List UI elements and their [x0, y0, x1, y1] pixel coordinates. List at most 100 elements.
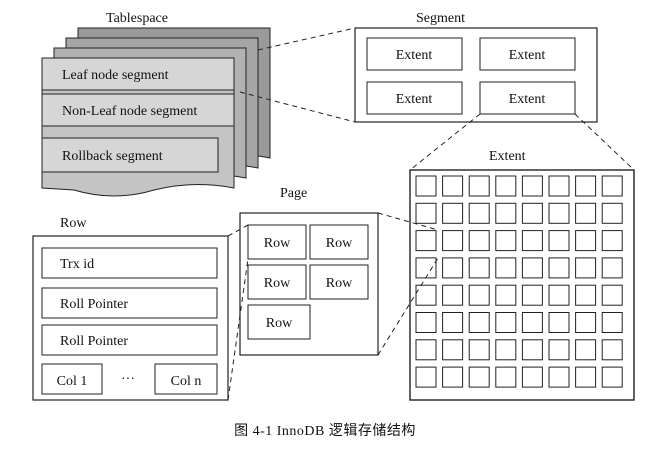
extent-page-cell — [601, 202, 623, 224]
extent-page-cell — [415, 202, 437, 224]
segment-extent-4-label: Extent — [509, 92, 546, 107]
connector-page-extent-bottom — [377, 257, 439, 356]
extent-page-cell — [495, 230, 517, 252]
page-row-4-label: Row — [326, 276, 353, 291]
non-leaf-node-segment-label: Non-Leaf node segment — [62, 104, 197, 119]
extent-page-cell — [575, 312, 597, 333]
page-row-1 — [247, 224, 307, 260]
extent-page-cell — [575, 284, 597, 306]
extent-page-cell — [521, 230, 543, 252]
extent-page-cell — [548, 366, 570, 388]
page-row-5-label: Row — [266, 316, 293, 331]
row-col-ellipsis: ··· — [121, 372, 135, 387]
extent-page-cell — [521, 175, 543, 197]
non-leaf-node-segment-box — [41, 93, 235, 127]
extent-page-cell — [468, 230, 490, 252]
extent-page-cell — [468, 202, 490, 224]
extent-page-cell — [495, 312, 517, 333]
extent-page-cell — [415, 284, 437, 306]
extent-page-cell — [601, 257, 623, 279]
leaf-node-segment-label: Leaf node segment — [62, 68, 169, 83]
extent-page-cell — [601, 230, 623, 252]
extent-page-cell — [495, 339, 517, 361]
extent-page-cell — [495, 284, 517, 306]
extent-page-grid — [415, 175, 623, 388]
connector-page-extent-top — [377, 212, 439, 231]
extent-page-cell — [442, 230, 464, 252]
page-row-5 — [247, 304, 311, 340]
extent-page-cell — [521, 284, 543, 306]
page-row-3-label: Row — [264, 276, 291, 291]
extent-page-cell — [521, 312, 543, 333]
tablespace-title: Tablespace — [106, 11, 168, 26]
leaf-node-segment-box — [41, 57, 235, 91]
connector-row-page-top — [227, 224, 249, 237]
extent-page-cell — [548, 230, 570, 252]
row-field-roll-pointer-2 — [41, 324, 218, 356]
extent-page-cell — [495, 175, 517, 197]
extent-page-cell — [442, 366, 464, 388]
extent-page-cell — [468, 257, 490, 279]
row-field-roll-pointer-1-label: Roll Pointer — [60, 297, 128, 312]
segment-extent-2-label: Extent — [509, 48, 546, 63]
extent-page-cell — [575, 230, 597, 252]
extent-page-cell — [415, 257, 437, 279]
extent-page-cell — [468, 312, 490, 333]
row-field-roll-pointer-1 — [41, 287, 218, 319]
extent-page-cell — [575, 366, 597, 388]
row-col-n-label: Col n — [171, 374, 202, 389]
rollback-segment-box — [41, 137, 219, 173]
extent-page-cell — [442, 175, 464, 197]
rollback-segment-label: Rollback segment — [62, 149, 163, 164]
page-row-4 — [309, 264, 369, 300]
segment-extent-1 — [366, 37, 463, 71]
extent-page-cell — [548, 257, 570, 279]
page-row-2-label: Row — [326, 236, 353, 251]
extent-page-cell — [442, 312, 464, 333]
extent-page-cell — [575, 339, 597, 361]
extent-page-cell — [521, 257, 543, 279]
extent-page-cell — [415, 366, 437, 388]
extent-page-cell — [442, 202, 464, 224]
row-field-trx-id-label: Trx id — [60, 257, 94, 272]
segment-extent-4 — [479, 81, 576, 115]
extent-page-cell — [495, 366, 517, 388]
extent-page-cell — [548, 284, 570, 306]
extent-page-cell — [548, 312, 570, 333]
extent-page-cell — [415, 312, 437, 333]
row-col-1-label: Col 1 — [57, 374, 88, 389]
extent-page-cell — [601, 175, 623, 197]
page-title: Page — [280, 186, 307, 201]
page-row-2 — [309, 224, 369, 260]
extent-page-cell — [521, 339, 543, 361]
extent-page-cell — [495, 257, 517, 279]
extent-page-cell — [575, 257, 597, 279]
row-title: Row — [60, 216, 87, 231]
extent-page-cell — [442, 284, 464, 306]
figure-caption: 图 4-1 InnoDB 逻辑存储结构 — [234, 424, 416, 439]
extent-page-cell — [468, 339, 490, 361]
row-col-n — [154, 363, 218, 395]
extent-page-cell — [575, 175, 597, 197]
connector-tablespace-segment-top — [257, 27, 356, 51]
row-col-1 — [41, 363, 103, 395]
segment-extent-3 — [366, 81, 463, 115]
extent-page-cell — [521, 202, 543, 224]
connector-segment-extent-left — [409, 113, 481, 171]
segment-extent-2 — [479, 37, 576, 71]
segment-extent-1-label: Extent — [396, 48, 433, 63]
connector-tablespace-segment-bottom — [239, 91, 356, 123]
extent-page-cell — [468, 366, 490, 388]
extent-page-cell — [601, 312, 623, 333]
page-row-3 — [247, 264, 307, 300]
page-row-1-label: Row — [264, 236, 291, 251]
tablespace-stack: Leaf node segment Non-Leaf node segment … — [41, 27, 271, 197]
extent-page-cell — [442, 339, 464, 361]
extent-page-cell — [601, 366, 623, 388]
extent-page-cell — [415, 339, 437, 361]
extent-page-cell — [415, 175, 437, 197]
extent-page-cell — [601, 284, 623, 306]
extent-page-cell — [468, 284, 490, 306]
segment-extent-3-label: Extent — [396, 92, 433, 107]
